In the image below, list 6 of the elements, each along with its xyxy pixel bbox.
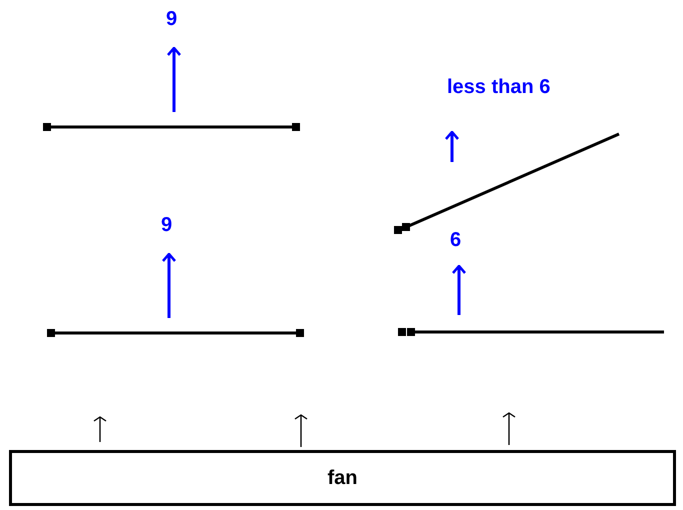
force-value: 9 <box>161 214 172 236</box>
fan-box <box>9 450 676 506</box>
force-value: 6 <box>450 229 462 251</box>
box-label: fan <box>328 466 358 490</box>
force-value: 9 <box>166 8 178 30</box>
force-value: less than 6 <box>447 76 550 98</box>
